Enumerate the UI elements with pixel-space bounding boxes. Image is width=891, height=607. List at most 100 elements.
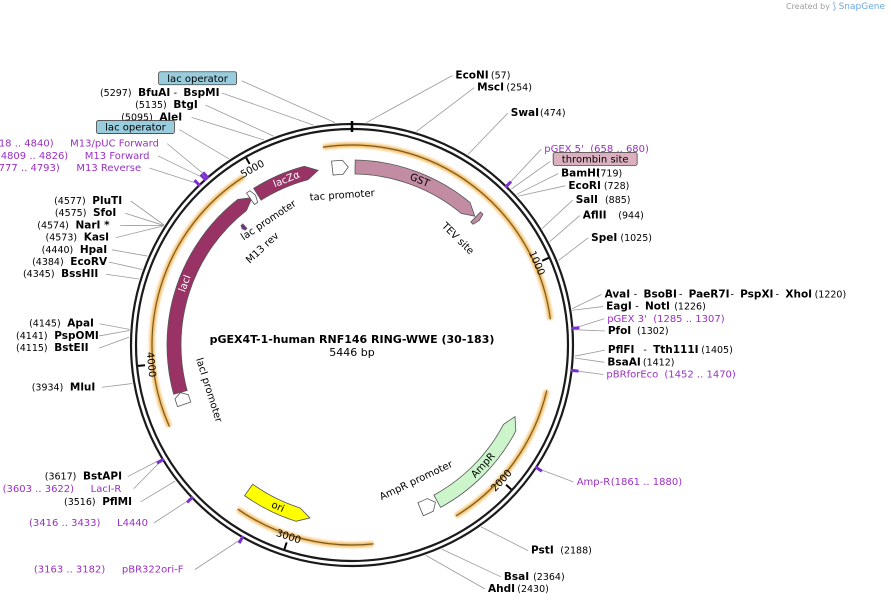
primer-label: (4777 .. 4793) — [0, 163, 60, 174]
site-position: - — [635, 302, 638, 313]
feature-box — [96, 120, 175, 134]
site-label-right: MscI(254) — [416, 82, 532, 132]
site-label-left: (4809 .. 4826)M13 Forward — [0, 151, 208, 182]
site-position: (57) — [491, 71, 511, 82]
site-position: (3516) — [64, 497, 96, 508]
site-leader-line — [574, 318, 605, 329]
site-leader-line — [191, 116, 265, 141]
tick-mark — [245, 157, 251, 165]
site-leader-line — [573, 370, 604, 375]
site-label-right: BamHI(719) — [516, 168, 622, 195]
site-leader-line — [179, 129, 230, 160]
feature-lacz--shape — [253, 165, 319, 201]
enzyme-name: EcoRV — [70, 256, 108, 268]
site-position: (4574) — [37, 220, 69, 231]
primer-label: M13/pUC Forward — [70, 139, 159, 150]
primer-tick — [186, 495, 194, 504]
tick-mark — [283, 542, 288, 550]
enzyme-name: PluTI — [92, 195, 122, 207]
site-position: (2188) — [560, 546, 592, 557]
site-label-left: lac operator — [158, 71, 336, 124]
primer-tick — [199, 173, 208, 182]
orange-arc-line — [322, 144, 551, 320]
site-leader-line — [416, 87, 475, 132]
primer-label: pBRforEco — [606, 369, 658, 380]
site-leader-line — [112, 249, 148, 257]
site-position: - — [679, 289, 682, 300]
feature-tac-promoter-label: tac promoter — [309, 188, 376, 203]
site-position: (3617) — [45, 472, 77, 483]
site-position: (1302) — [637, 326, 669, 337]
site-leader-line — [98, 336, 130, 349]
primer-label: pGEX 3' — [607, 314, 647, 325]
enzyme-name: PflMI — [102, 496, 132, 508]
site-label-right: AhdI(2430) — [425, 555, 549, 595]
site-label-right: BsaI(2364) — [441, 548, 565, 583]
plasmid-name: pGEX4T-1-human RNF146 RING-WWE (30-183) — [210, 333, 495, 346]
snapgene-logo-icon: ⟆ — [832, 2, 837, 12]
enzyme-name: BsaAI — [607, 356, 640, 368]
site-label-right: Amp-R(1861 .. 1880) — [534, 465, 683, 488]
primer-label: Amp-R — [577, 477, 611, 488]
tick-mark — [505, 483, 512, 491]
site-label-right: BsaAI(1412) — [574, 356, 674, 368]
primer-label: L4440 — [117, 518, 148, 529]
site-label-left: (4145)ApaI — [29, 318, 130, 330]
site-position: (4115) — [16, 343, 48, 354]
primer-label: (1861 .. 1880) — [611, 477, 683, 488]
site-label-right: EagI-NotI(1226) — [572, 301, 706, 313]
site-leader-line — [516, 173, 559, 195]
feature-ampr-shape — [433, 415, 517, 508]
site-position: (1220) — [815, 289, 847, 300]
site-position: - — [730, 289, 733, 300]
primer-label: M13 Forward — [85, 151, 150, 162]
site-leader-line — [241, 80, 336, 124]
primer-label: (1285 .. 1307) — [653, 314, 725, 325]
tick-label: 1000 — [526, 250, 546, 278]
orange-arc-line — [237, 508, 374, 546]
site-leader-line — [149, 167, 199, 185]
orange-arc-line — [455, 390, 548, 517]
enzyme-name: BstEII — [54, 342, 88, 354]
site-label-right: AvaI-BsoBI-PaeR7I-PspXI-XhoI(1220) — [571, 288, 847, 310]
site-position: (4141) — [16, 331, 48, 342]
feature-ampr-promoter-shape — [417, 498, 436, 517]
feature-tev-site-label: TEV site — [438, 220, 475, 257]
enzyme-name: MluI — [70, 381, 95, 393]
site-label-right: thrombin site — [511, 151, 638, 190]
primer-tick — [201, 171, 210, 180]
site-leader-line — [98, 330, 130, 337]
site-leader-line — [194, 538, 242, 570]
enzyme-name: EagI — [606, 301, 632, 313]
site-label-left: (4115) BstEII — [16, 336, 130, 354]
site-label-right: SwaI(474) — [467, 107, 566, 155]
site-position: - — [174, 88, 177, 99]
credit-brand: SnapGene — [838, 2, 885, 12]
site-label-left: (4574)NarI * — [37, 219, 164, 231]
site-label-right: pGEX 5'(658 .. 680) — [504, 144, 649, 189]
feature-lac-promoter-shape — [245, 190, 259, 206]
site-label-right: PstI(2188) — [480, 526, 592, 557]
site-leader-line — [537, 468, 574, 483]
site-label-left: (4345)BssHII — [23, 268, 140, 280]
snapgene-credit: Created by ⟆ SnapGene — [786, 2, 885, 12]
feature-box-label: thrombin site — [562, 154, 629, 165]
feature-tev-site-shape — [470, 211, 484, 225]
feature-ori-label: ori — [270, 500, 286, 515]
site-label-left: (3163 .. 3182) pBR322ori-F — [34, 535, 245, 576]
enzyme-name: SfoI — [93, 207, 116, 219]
primer-label: pGEX 5' — [544, 144, 584, 155]
backbone — [129, 121, 575, 568]
site-leader-line — [102, 383, 133, 388]
site-leader-line — [549, 215, 581, 242]
site-label-right: SpeI(1025) — [558, 232, 652, 261]
primer-label: (3163 .. 3182) — [34, 565, 106, 576]
site-leader-line — [105, 273, 140, 280]
enzyme-name: HpaI — [80, 244, 107, 256]
primer-label: pBR322ori-F — [122, 565, 184, 576]
site-leader-line — [574, 329, 605, 332]
primer-label: LacI-R — [91, 484, 122, 495]
site-leader-line — [140, 480, 176, 503]
feature-tac-promoter-shape — [331, 159, 349, 176]
feature-laci-shape — [166, 197, 253, 395]
